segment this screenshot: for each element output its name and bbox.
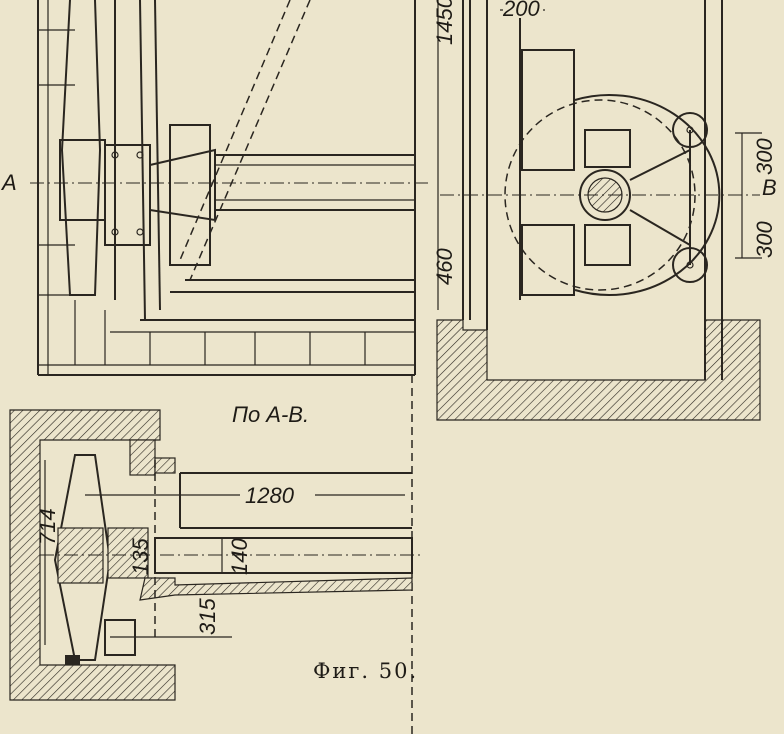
section-mark-b: B (762, 175, 777, 200)
vertical-dimension: 1450 460 (411, 0, 457, 734)
dim-135: 135 (128, 538, 153, 575)
dim-140: 140 (227, 538, 252, 575)
section-mark-a: A (0, 170, 17, 195)
elevation-view: 300 300 B 200 (436, 0, 777, 421)
dim-315: 315 (195, 598, 220, 635)
plan-view: A (0, 0, 430, 376)
dim-714: 714 (35, 508, 60, 545)
section-label: По А-В. (232, 402, 309, 427)
dim-1280: 1280 (245, 483, 295, 508)
dim-300-top: 300 (752, 138, 777, 175)
dim-460: 460 (432, 248, 457, 285)
section-view: 714 1280 135 140 315 (9, 409, 420, 701)
figure-caption: Фиг. 50. (313, 659, 418, 683)
dim-300-bottom: 300 (752, 221, 777, 258)
dim-200: 200 (502, 0, 540, 21)
dim-1450: 1450 (432, 0, 457, 45)
